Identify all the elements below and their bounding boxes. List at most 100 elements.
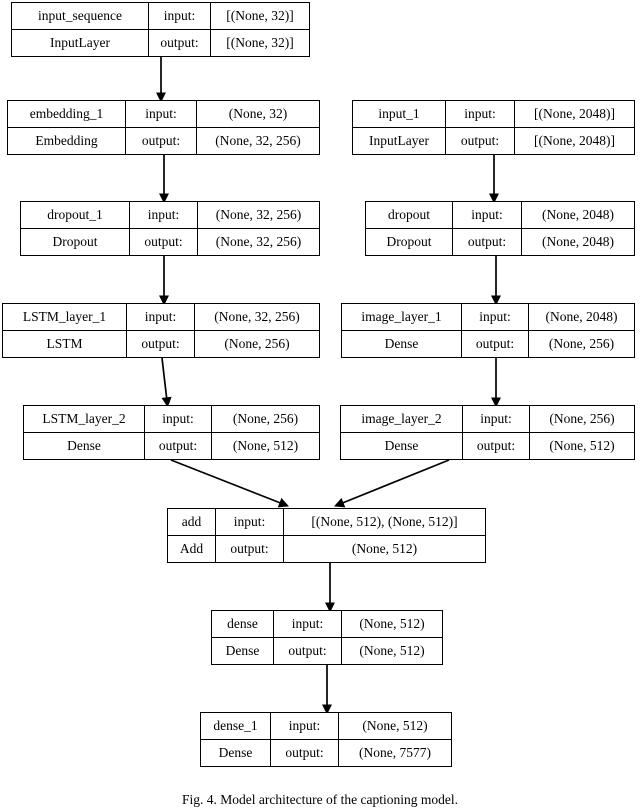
input-label: input: <box>453 202 522 228</box>
layer-class-name: Dropout <box>366 229 453 255</box>
output-shape: (None, 7577) <box>359 745 431 761</box>
output-label: output: <box>274 638 342 664</box>
layer-node-output-row: Dense output: (None, 512) <box>212 638 442 664</box>
layer-name: add <box>168 509 216 535</box>
input-shape: (None, 512) <box>359 616 425 632</box>
layer-node-input-row: dropout input: (None, 2048) <box>366 202 634 229</box>
layer-node-input-row: dense_1 input: (None, 512) <box>201 713 451 740</box>
output-label: output: <box>462 331 529 357</box>
layer-class-name: InputLayer <box>12 30 149 56</box>
layer-class-name: Dense <box>24 433 145 459</box>
input-label: input: <box>463 406 530 432</box>
layer-node-image_layer_1[interactable]: image_layer_1 input: (None, 2048) Dense … <box>341 303 635 358</box>
layer-node-output-row: LSTM output: (None, 256) <box>3 331 319 357</box>
layer-node-output-row: Add output: (None, 512) <box>168 536 485 562</box>
layer-class-name: InputLayer <box>353 128 446 154</box>
output-label: output: <box>149 30 211 56</box>
layer-node-input-row: dropout_1 input: (None, 32, 256) <box>21 202 319 229</box>
layer-name: dense <box>212 611 274 637</box>
layer-node-output-row: Dense output: (None, 7577) <box>201 740 451 766</box>
output-label: output: <box>216 536 284 562</box>
layer-node-dropout[interactable]: dropout input: (None, 2048) Dropout outp… <box>365 201 635 256</box>
input-label: input: <box>462 304 529 330</box>
layer-node-input-row: input_sequence input: [(None, 32)] <box>12 3 309 30</box>
layer-class-name: Dropout <box>21 229 130 255</box>
input-shape: (None, 256) <box>549 411 615 427</box>
output-label: output: <box>126 128 197 154</box>
output-shape: [(None, 2048)] <box>534 133 615 149</box>
input-shape: (None, 2048) <box>545 309 618 325</box>
layer-class-name: Dense <box>201 740 271 766</box>
layer-name: input_1 <box>353 101 446 127</box>
output-label: output: <box>453 229 522 255</box>
input-shape: [(None, 512), (None, 512)] <box>311 514 458 530</box>
layer-node-input-row: image_layer_2 input: (None, 256) <box>341 406 634 433</box>
layer-node-input-row: LSTM_layer_1 input: (None, 32, 256) <box>3 304 319 331</box>
layer-node-output-row: Embedding output: (None, 32, 256) <box>8 128 319 154</box>
layer-node-input-row: input_1 input: [(None, 2048)] <box>353 101 634 128</box>
layer-node-output-row: Dropout output: (None, 32, 256) <box>21 229 319 255</box>
layer-name: image_layer_2 <box>341 406 463 432</box>
layer-class-name: Dense <box>212 638 274 664</box>
layer-node-add[interactable]: add input: [(None, 512), (None, 512)] Ad… <box>167 508 486 563</box>
output-shape: (None, 256) <box>224 336 290 352</box>
layer-name: LSTM_layer_1 <box>3 304 127 330</box>
input-label: input: <box>127 304 195 330</box>
output-label: output: <box>446 128 515 154</box>
layer-node-LSTM_layer_1[interactable]: LSTM_layer_1 input: (None, 32, 256) LSTM… <box>2 303 320 358</box>
output-shape: (None, 256) <box>548 336 615 352</box>
layer-name: dense_1 <box>201 713 271 739</box>
layer-node-output-row: Dense output: (None, 512) <box>24 433 319 459</box>
output-shape: (None, 512) <box>232 438 299 454</box>
output-label: output: <box>145 433 212 459</box>
input-shape: [(None, 2048)] <box>534 106 615 122</box>
output-shape: (None, 32, 256) <box>215 234 302 250</box>
layer-node-input_1[interactable]: input_1 input: [(None, 2048)] InputLayer… <box>352 100 635 155</box>
layer-node-input-row: embedding_1 input: (None, 32) <box>8 101 319 128</box>
output-shape: (None, 512) <box>351 541 418 557</box>
layer-node-output-row: InputLayer output: [(None, 2048)] <box>353 128 634 154</box>
layer-name: dropout <box>366 202 453 228</box>
layer-name: dropout_1 <box>21 202 130 228</box>
layer-node-dropout_1[interactable]: dropout_1 input: (None, 32, 256) Dropout… <box>20 201 320 256</box>
layer-class-name: Add <box>168 536 216 562</box>
input-label: input: <box>145 406 212 432</box>
layer-node-dense_1[interactable]: dense_1 input: (None, 512) Dense output:… <box>200 712 452 767</box>
input-label: input: <box>216 509 284 535</box>
input-label: input: <box>126 101 197 127</box>
layer-node-dense[interactable]: dense input: (None, 512) Dense output: (… <box>211 610 443 665</box>
input-label: input: <box>271 713 339 739</box>
layer-class-name: Embedding <box>8 128 126 154</box>
layer-node-LSTM_layer_2[interactable]: LSTM_layer_2 input: (None, 256) Dense ou… <box>23 405 320 460</box>
layer-node-input-row: LSTM_layer_2 input: (None, 256) <box>24 406 319 433</box>
output-label: output: <box>463 433 530 459</box>
output-shape: (None, 512) <box>359 643 425 659</box>
output-label: output: <box>271 740 339 766</box>
layer-node-output-row: InputLayer output: [(None, 32)] <box>12 30 309 56</box>
layer-class-name: LSTM <box>3 331 127 357</box>
layer-name: image_layer_1 <box>342 304 462 330</box>
edge-LSTM_layer_2-to-add <box>170 459 290 508</box>
output-label: output: <box>130 229 198 255</box>
layer-node-input-row: add input: [(None, 512), (None, 512)] <box>168 509 485 536</box>
layer-class-name: Dense <box>342 331 462 357</box>
input-shape: (None, 32) <box>228 106 288 122</box>
input-label: input: <box>446 101 515 127</box>
layer-name: input_sequence <box>12 3 149 29</box>
layer-node-input-row: dense input: (None, 512) <box>212 611 442 638</box>
layer-node-embedding_1[interactable]: embedding_1 input: (None, 32) Embedding … <box>7 100 320 155</box>
input-shape: (None, 2048) <box>542 207 614 223</box>
input-shape: [(None, 32)] <box>226 8 294 24</box>
figure-caption: Fig. 4. Model architecture of the captio… <box>182 792 458 807</box>
layer-class-name: Dense <box>341 433 463 459</box>
input-shape: (None, 256) <box>232 411 299 427</box>
output-shape: (None, 32, 256) <box>215 133 301 149</box>
layer-node-image_layer_2[interactable]: image_layer_2 input: (None, 256) Dense o… <box>340 405 635 460</box>
input-shape: (None, 512) <box>362 718 428 734</box>
layer-node-input-row: image_layer_1 input: (None, 2048) <box>342 304 634 331</box>
output-shape: [(None, 32)] <box>226 35 294 51</box>
input-label: input: <box>274 611 342 637</box>
edge-LSTM_layer_1-to-LSTM_layer_2 <box>161 357 172 408</box>
layer-node-input_sequence[interactable]: input_sequence input: [(None, 32)] Input… <box>11 2 310 57</box>
